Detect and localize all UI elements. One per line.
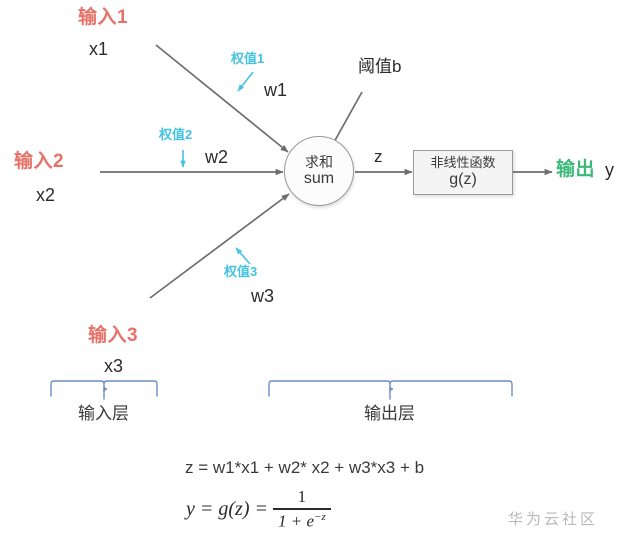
watermark: 华为云社区 bbox=[508, 511, 599, 528]
formula-y-fraction-bar bbox=[272, 508, 331, 510]
brace-output-layer bbox=[268, 380, 513, 397]
weight-1-title: 权值1 bbox=[231, 51, 265, 66]
layer-label-output: 输出层 bbox=[364, 404, 415, 423]
activation-label-en: g(z) bbox=[449, 171, 477, 189]
formula-y-denominator-base: 1 + e bbox=[277, 511, 315, 531]
formula-z: z = w1*x1 + w2* x2 + w3*x3 + b bbox=[185, 458, 425, 477]
connector-bias-to-sum bbox=[332, 91, 363, 145]
input-1-variable: x1 bbox=[89, 39, 109, 59]
formula-y-lhs: y = g(z) = bbox=[186, 497, 268, 520]
formula-y: y = g(z) = 1 1 + e−z bbox=[186, 487, 331, 531]
weight-3-title: 权值3 bbox=[224, 264, 258, 279]
bias-label: 阈值b bbox=[358, 57, 402, 76]
pointer-weight3-icon bbox=[235, 247, 251, 265]
z-label: z bbox=[374, 147, 383, 166]
weight-2-variable: w2 bbox=[205, 147, 229, 167]
sum-node-label-cn: 求和 bbox=[305, 154, 333, 171]
formula-y-numerator: 1 bbox=[297, 487, 307, 506]
activation-function-box: 非线性函数 g(z) bbox=[413, 150, 513, 195]
activation-label-cn: 非线性函数 bbox=[430, 155, 496, 171]
brace-input-layer bbox=[50, 380, 158, 397]
input-2-title: 输入2 bbox=[14, 151, 65, 172]
sum-node: 求和 sum bbox=[284, 136, 354, 206]
input-3-variable: x3 bbox=[104, 356, 124, 376]
pointer-weight1-icon bbox=[237, 71, 254, 92]
sum-node-label-en: sum bbox=[303, 170, 335, 188]
formula-y-fraction: 1 1 + e−z bbox=[272, 487, 331, 532]
weight-2-title: 权值2 bbox=[159, 127, 193, 142]
formula-y-denominator-exponent: −z bbox=[314, 510, 326, 523]
output-variable: y bbox=[605, 160, 614, 180]
weight-1-variable: w1 bbox=[264, 80, 288, 100]
weight-3-variable: w3 bbox=[251, 286, 275, 306]
connector-x3-to-sum bbox=[149, 193, 290, 299]
input-2-variable: x2 bbox=[36, 185, 56, 205]
formula-y-denominator: 1 + e−z bbox=[273, 510, 331, 532]
input-3-title: 输入3 bbox=[88, 325, 139, 346]
output-title: 输出 bbox=[556, 159, 596, 180]
input-1-title: 输入1 bbox=[78, 7, 129, 28]
layer-label-input: 输入层 bbox=[78, 404, 129, 423]
